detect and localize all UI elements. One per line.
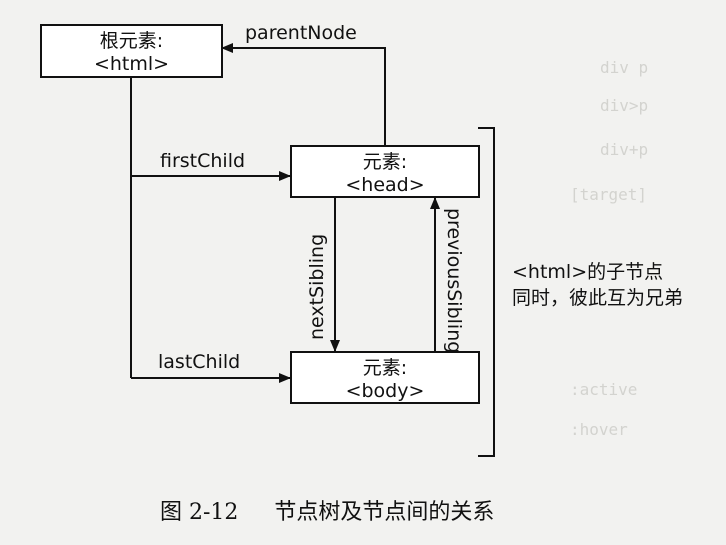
head-node: 元素: <head> xyxy=(290,145,480,198)
first-child-label: firstChild xyxy=(160,150,246,172)
head-node-label: 元素: xyxy=(362,151,408,173)
figure-number: 图 2-12 xyxy=(160,500,239,525)
previous-sibling-label: previousSibling xyxy=(443,208,465,354)
head-node-tag: <head> xyxy=(345,174,425,196)
last-child-label: lastChild xyxy=(158,351,241,373)
parent-node-label: parentNode xyxy=(245,22,357,44)
background-text-texture: div+p xyxy=(600,140,649,159)
root-html-node: 根元素: <html> xyxy=(40,24,223,78)
figure-title: 节点树及节点间的关系 xyxy=(274,500,495,525)
children-note-line1: <html>的子节点 xyxy=(512,261,664,283)
background-text-texture: :active xyxy=(570,380,638,399)
next-sibling-label: nextSibling xyxy=(306,233,328,340)
background-text-texture: div>p xyxy=(600,96,649,115)
figure-caption: 图 2-12 节点树及节点间的关系 xyxy=(160,494,494,526)
background-text-texture: :hover xyxy=(570,420,628,439)
body-node: 元素: <body> xyxy=(290,351,480,404)
sibling-bracket xyxy=(478,127,495,457)
body-node-label: 元素: xyxy=(362,357,408,379)
body-node-tag: <body> xyxy=(345,380,425,402)
root-node-label: 根元素: xyxy=(99,30,164,52)
root-node-tag: <html> xyxy=(93,53,170,75)
parent-node-arrow xyxy=(221,43,386,145)
background-text-texture: div p xyxy=(600,58,649,77)
children-note-line2: 同时，彼此互为兄弟 xyxy=(512,287,684,309)
background-text-texture: [target] xyxy=(570,185,648,204)
